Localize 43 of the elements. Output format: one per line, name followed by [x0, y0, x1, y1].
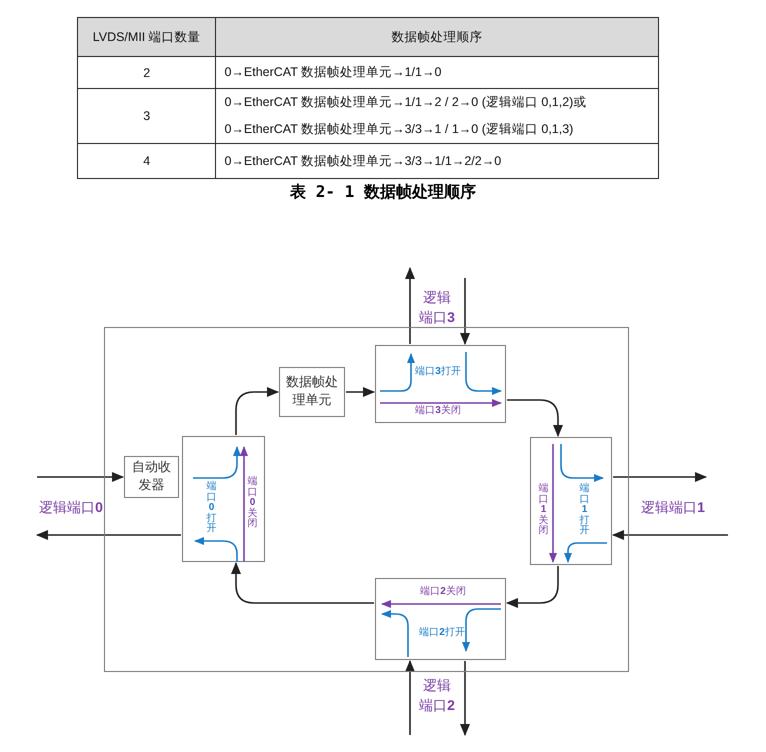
port-state-label: 端口3关闭 — [414, 405, 462, 417]
port-state-label: 端口1打开 — [579, 484, 590, 536]
port-switch-box — [530, 437, 612, 565]
box-label: 数据帧处理单元 — [285, 374, 339, 410]
arrow — [506, 566, 559, 608]
arrow — [405, 660, 415, 735]
arrow — [405, 267, 415, 344]
port-switch-box — [375, 578, 506, 660]
arrow — [460, 661, 470, 736]
board-outline — [104, 327, 629, 672]
port-state-label: 端口2关闭 — [419, 586, 467, 598]
arrow — [235, 387, 279, 435]
table-cell: 3 — [78, 88, 216, 144]
arrow — [612, 530, 728, 540]
header-cell: LVDS/MII 端口数量 — [78, 18, 216, 56]
port-label: 逻辑端口3 — [418, 288, 456, 327]
port-state-label: 端口0关闭 — [247, 477, 258, 530]
port-switch-box — [375, 345, 506, 423]
port-label: 逻辑端口2 — [418, 676, 456, 715]
table-cell: 4 — [78, 144, 216, 178]
table-cell: 0→EtherCAT 数据帧处理单元→1/1→0 — [216, 56, 658, 88]
port-state-label: 端口0打开 — [206, 482, 217, 534]
table-cell: 0→EtherCAT 数据帧处理单元→3/3→1/1→2/2→0 — [216, 144, 658, 178]
port-state-label: 端口1关闭 — [538, 484, 549, 536]
arrow — [460, 278, 470, 345]
arrow — [613, 472, 707, 482]
port-switch-box — [182, 436, 265, 562]
port-state-label: 端口3打开 — [414, 366, 462, 378]
header-cell: 数据帧处理顺序 — [216, 18, 658, 56]
table-cell: 2 — [78, 56, 216, 88]
processing-unit-box — [279, 367, 345, 417]
table-caption: 表 2- 1 数据帧处理顺序 — [289, 182, 477, 203]
port-label: 逻辑端口0 — [38, 498, 104, 517]
arrow — [231, 562, 374, 604]
arrow — [37, 472, 124, 482]
arrow — [346, 387, 375, 397]
box-label: 自动收发器 — [131, 459, 172, 495]
port-state-label: 端口2打开 — [418, 627, 466, 639]
transceiver-box — [124, 456, 179, 498]
arrow — [36, 530, 181, 540]
table-cell: 0→EtherCAT 数据帧处理单元→1/1→2 / 2→0 (逻辑端口 0,1,2)或 0→EtherCAT 数据帧处理单元→3/3→1 / 1→0 (逻辑端口 0,1,3) — [216, 88, 658, 144]
arrow — [507, 399, 563, 437]
port-label: 逻辑端口1 — [640, 498, 706, 517]
